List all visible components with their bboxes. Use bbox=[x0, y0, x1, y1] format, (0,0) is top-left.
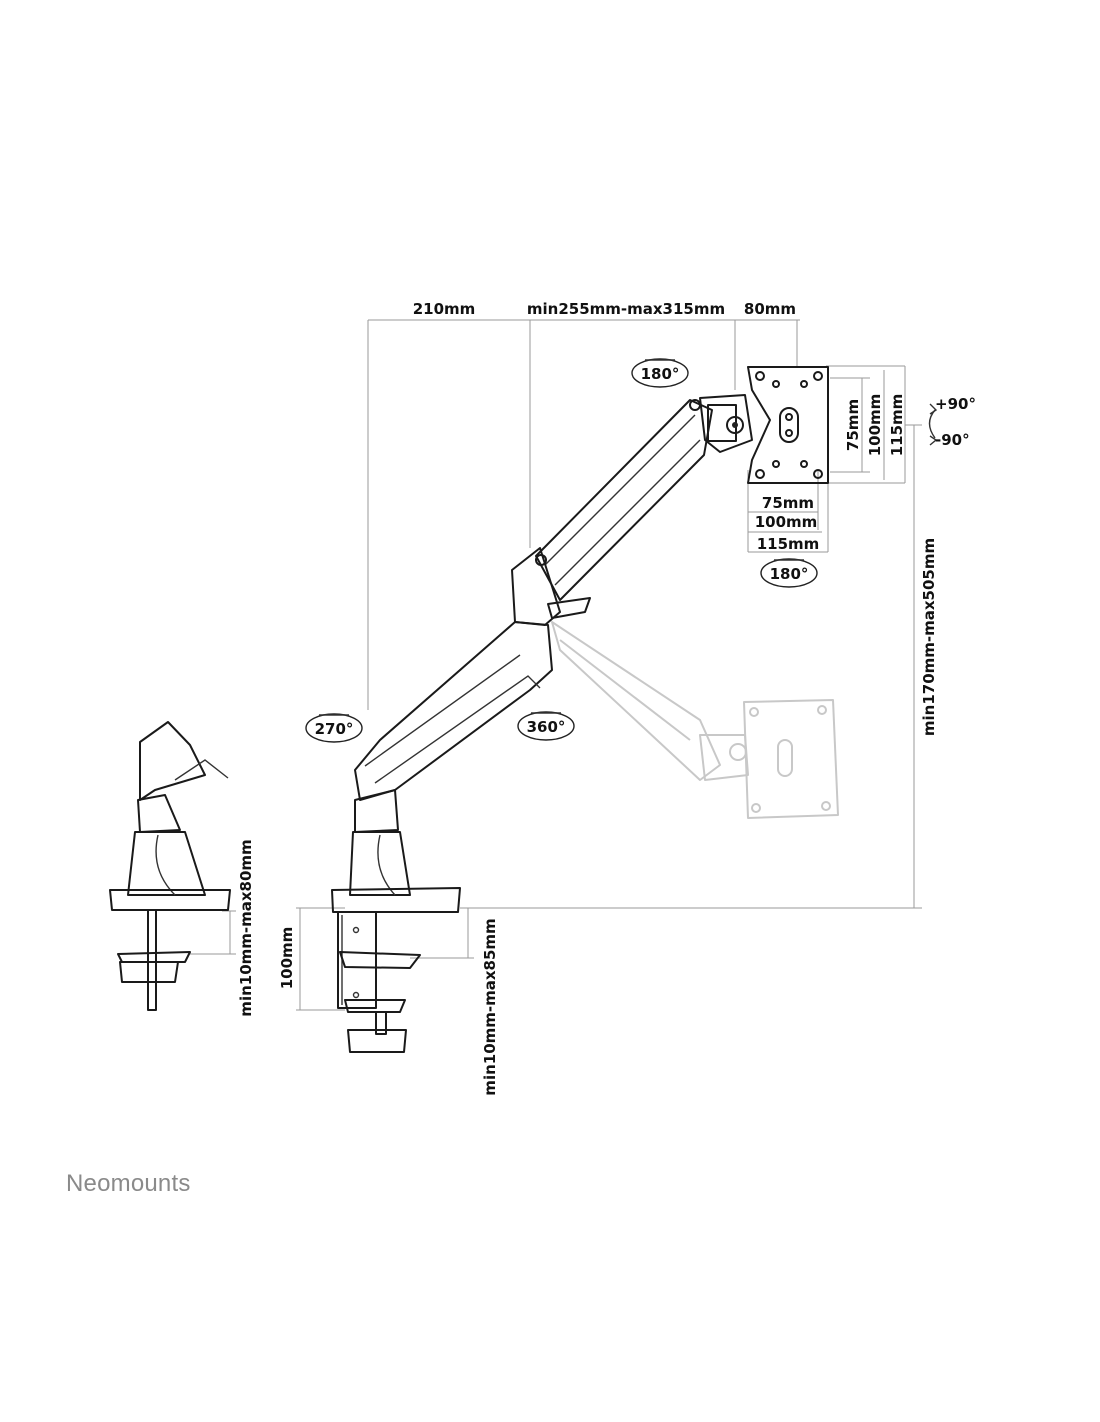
arm-base bbox=[331, 789, 461, 1053]
dim-clamp-range: min10mm-max85mm bbox=[481, 918, 499, 1095]
rotation-badge-top: 180° bbox=[631, 358, 689, 388]
rotation-head-text: 180° bbox=[770, 565, 809, 583]
brand-logo: Neomounts bbox=[66, 1170, 191, 1197]
dim-base-height: 100mm bbox=[278, 927, 296, 990]
dim-vesa-h-115: 115mm bbox=[757, 535, 820, 553]
dim-top-right: 80mm bbox=[744, 300, 796, 318]
dim-grommet-range: min10mm-max80mm bbox=[237, 839, 255, 1016]
dim-height-range: min170mm-max505mm bbox=[920, 538, 938, 736]
dim-top-middle: min255mm-max315mm bbox=[527, 300, 725, 318]
upper-arm bbox=[535, 394, 753, 601]
dim-vesa-v-100: 100mm bbox=[866, 394, 884, 457]
vesa-plate bbox=[747, 366, 829, 484]
rotation-badge-arm: 360° bbox=[517, 711, 575, 741]
dim-top-left: 210mm bbox=[413, 300, 476, 318]
dim-vesa-h-75: 75mm bbox=[762, 494, 814, 512]
rotation-top-text: 180° bbox=[641, 365, 680, 383]
rotation-arm-text: 360° bbox=[527, 718, 566, 736]
lowered-arm-outline bbox=[551, 621, 839, 819]
dim-vesa-v-75: 75mm bbox=[844, 399, 862, 451]
dim-vesa-h-100: 100mm bbox=[755, 513, 818, 531]
rotation-badge-base: 270° bbox=[305, 713, 363, 743]
dimension-lines bbox=[190, 319, 922, 1011]
grommet-base bbox=[109, 721, 231, 1011]
tilt-indicator: +90° -90° bbox=[928, 395, 976, 449]
dim-vesa-v-115: 115mm bbox=[888, 394, 906, 457]
rotation-badge-head: 180° bbox=[760, 558, 818, 588]
tilt-down-text: -90° bbox=[935, 431, 970, 449]
tilt-up-text: +90° bbox=[935, 395, 976, 413]
rotation-base-text: 270° bbox=[315, 720, 354, 738]
